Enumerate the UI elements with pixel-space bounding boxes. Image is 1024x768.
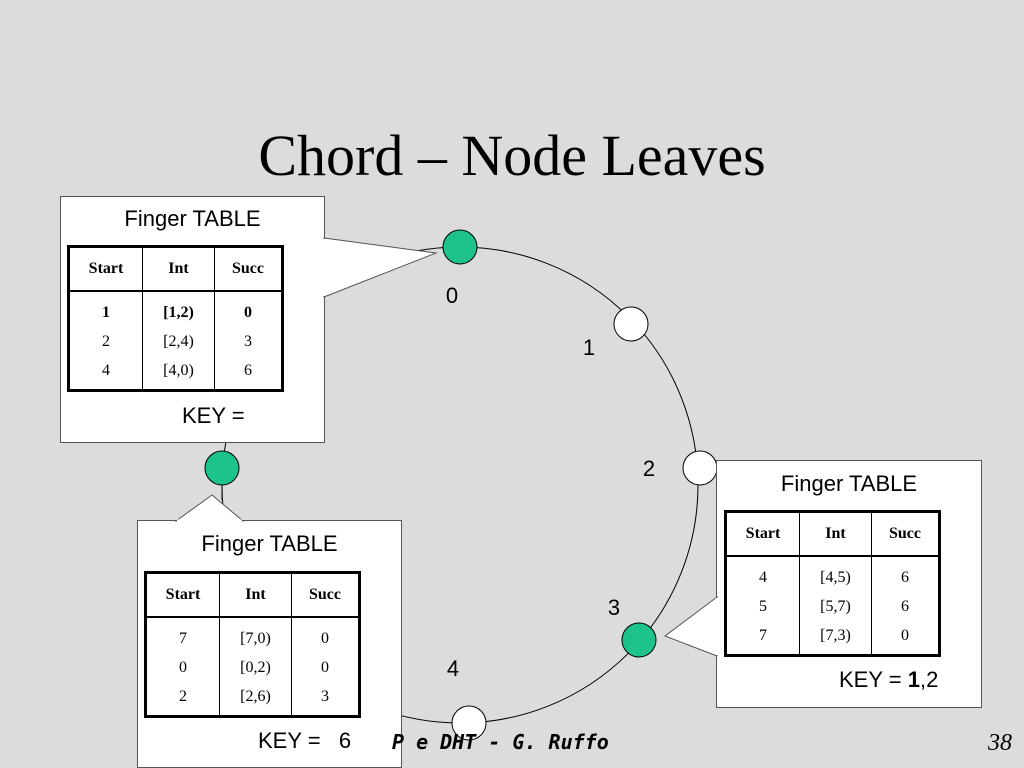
key-rest: ,2 — [919, 667, 939, 692]
table-row: 2 [2,4) 3 — [68, 327, 283, 356]
finger-table: Start Int Succ 4 [4,5) 6 5 [5,7) 6 7 — [724, 510, 941, 657]
column-header-int: Int — [799, 511, 872, 557]
key-label: KEY = 1,2 — [839, 667, 938, 693]
slide-title: Chord – Node Leaves — [258, 123, 766, 188]
table-cell: 4 — [725, 556, 800, 592]
table-cell: 0 — [901, 626, 909, 644]
callout-title: Finger TABLE — [780, 471, 918, 496]
table-cell: [1,2) — [142, 291, 215, 327]
column-header-succ: Succ — [214, 246, 283, 292]
table-cell: [4,0) — [142, 356, 215, 391]
table-row: 4 [4,5) 6 — [725, 556, 940, 592]
table-row: 5 [5,7) 6 — [725, 592, 940, 621]
table-cell: [7,3) — [799, 621, 872, 656]
table-row: 4 [4,0) 6 — [68, 356, 283, 391]
node-3 — [621, 622, 657, 658]
node-label-0: 0 — [445, 283, 459, 308]
key-bold: 1 — [907, 667, 920, 692]
table-cell: 0 — [244, 303, 252, 321]
table-cell: 0 — [321, 658, 329, 676]
finger-table-callout-node-0: Finger TABLE Start Int Succ 1 [1,2) 0 2 … — [60, 196, 325, 443]
key-label: KEY = 6 — [258, 728, 351, 754]
column-header-start: Start — [145, 572, 220, 618]
table-row: 7 [7,3) 0 — [725, 621, 940, 656]
finger-table-callout-node-3: Finger TABLE Start Int Succ 4 [4,5) 6 5 … — [716, 460, 982, 708]
column-header-start: Start — [68, 246, 143, 292]
finger-table: Start Int Succ 7 [7,0) 0 0 [0,2) 0 2 — [144, 571, 361, 718]
table-row: 2 [2,6) 3 — [145, 682, 360, 717]
key-label: KEY = — [182, 403, 251, 429]
node-label-1: 1 — [582, 335, 596, 360]
column-header-succ: Succ — [291, 572, 360, 618]
node-4 — [451, 705, 487, 741]
table-cell: 7 — [145, 617, 220, 653]
table-cell: 3 — [244, 332, 252, 350]
node-label-2: 2 — [642, 456, 656, 481]
node-label-3: 3 — [607, 595, 621, 620]
node-label-4: 4 — [446, 656, 460, 681]
column-header-start: Start — [725, 511, 800, 557]
node-0 — [442, 229, 478, 265]
table-cell: [2,6) — [219, 682, 292, 717]
table-cell: [7,0) — [219, 617, 292, 653]
column-header-int: Int — [219, 572, 292, 618]
table-cell: 0 — [145, 653, 220, 682]
table-cell: 6 — [244, 361, 252, 379]
table-cell: 5 — [725, 592, 800, 621]
table-cell: 2 — [145, 682, 220, 717]
table-cell: 1 — [68, 291, 143, 327]
table-cell: 6 — [901, 597, 909, 615]
table-row: 0 [0,2) 0 — [145, 653, 360, 682]
table-cell: [2,4) — [142, 327, 215, 356]
column-header-succ: Succ — [871, 511, 940, 557]
table-cell: 3 — [321, 687, 329, 705]
finger-table: Start Int Succ 1 [1,2) 0 2 [2,4) 3 4 — [67, 245, 284, 392]
node-1 — [613, 306, 649, 342]
table-cell: 0 — [321, 629, 329, 647]
table-cell: [0,2) — [219, 653, 292, 682]
column-header-int: Int — [142, 246, 215, 292]
table-cell: 2 — [68, 327, 143, 356]
table-row: 7 [7,0) 0 — [145, 617, 360, 653]
table-cell: [4,5) — [799, 556, 872, 592]
node-2 — [682, 450, 718, 486]
table-cell: [5,7) — [799, 592, 872, 621]
callout-title: Finger TABLE — [124, 206, 261, 231]
key-prefix: KEY = — [839, 667, 908, 692]
key-prefix: KEY = 6 — [258, 728, 352, 753]
page-number: 38 — [988, 730, 1012, 756]
table-cell: 7 — [725, 621, 800, 656]
slide-footer: P e DHT - G. Ruffo — [392, 730, 609, 754]
table-cell: 4 — [68, 356, 143, 391]
table-cell: 6 — [901, 568, 909, 586]
key-prefix: KEY = — [182, 403, 251, 428]
finger-table-callout-node-6: Finger TABLE Start Int Succ 7 [7,0) 0 0 … — [137, 520, 402, 768]
callout-title: Finger TABLE — [201, 531, 338, 556]
table-row: 1 [1,2) 0 — [68, 291, 283, 327]
node-6 — [204, 450, 240, 486]
